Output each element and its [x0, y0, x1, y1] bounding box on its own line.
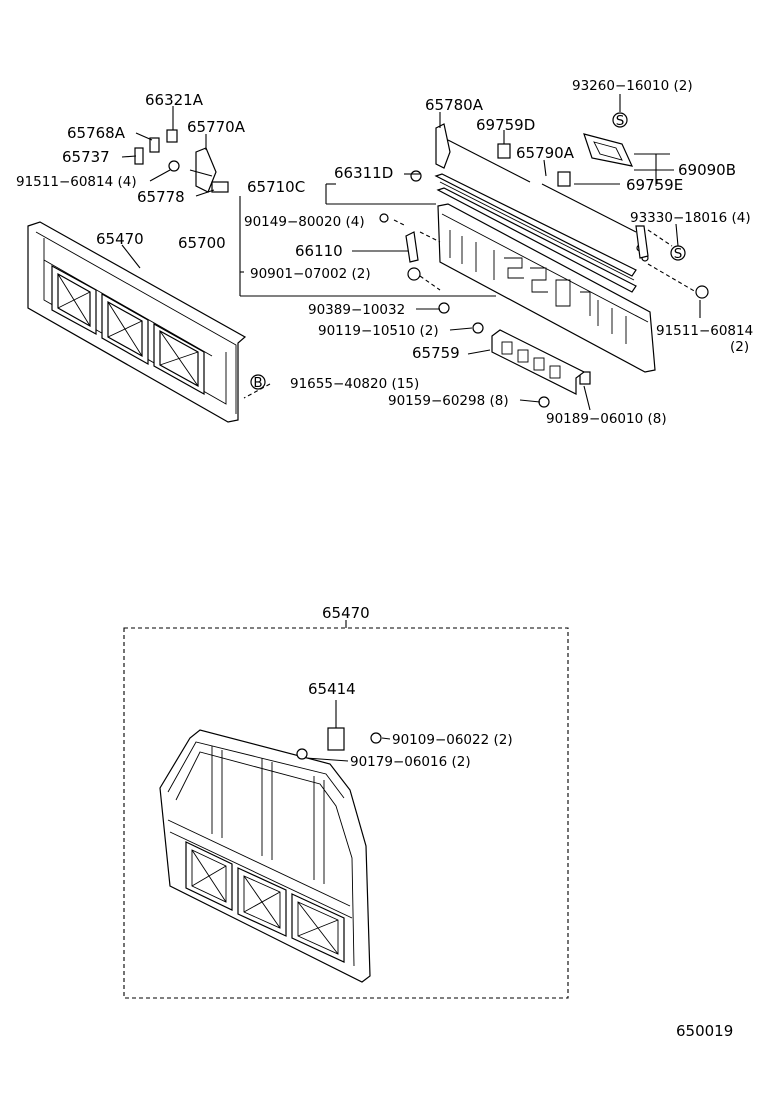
latch-parts-drawing [134, 129, 229, 193]
label-90149: 90149−80020 (4) [244, 214, 365, 230]
label-66311D: 66311D [334, 164, 393, 182]
s-symbol: S [616, 113, 625, 129]
label-65737: 65737 [62, 148, 110, 166]
detail-box: 65470 65414 90109−06022 (2) 90179−06016 … [123, 604, 569, 999]
label-65770A: 65770A [187, 118, 246, 136]
label-66321A: 66321A [145, 91, 204, 109]
label-93330: 93330−18016 (4) [630, 210, 751, 226]
label-90109: 90109−06022 (2) [392, 732, 513, 748]
label-91655: 91655−40820 (15) [290, 376, 419, 392]
part-labels-top: 66321A 65768A 65770A 65737 91511−60814 (… [16, 78, 753, 427]
b-symbol: B [253, 375, 262, 391]
label-90901: 90901−07002 (2) [250, 266, 371, 282]
label-65700: 65700 [178, 234, 226, 252]
cab-panel-drawing [159, 727, 382, 983]
label-65768A: 65768A [67, 124, 126, 142]
label-65780A: 65780A [425, 96, 484, 114]
label-90389: 90389−10032 [308, 302, 405, 318]
label-90189: 90189−06010 (8) [546, 411, 667, 427]
label-66110: 66110 [295, 242, 343, 260]
label-69759D: 69759D [476, 116, 535, 134]
s-symbol: S [674, 246, 683, 262]
leader-lines [121, 94, 701, 411]
label-65759: 65759 [412, 344, 460, 362]
tailgate-drawing [434, 173, 656, 373]
label-65414: 65414 [308, 680, 356, 698]
label-65470-detail: 65470 [322, 604, 370, 622]
label-91511-a: 91511−60814 (4) [16, 174, 137, 190]
label-65790A: 65790A [516, 144, 575, 162]
label-93260: 93260−16010 (2) [572, 78, 693, 94]
label-65470-top: 65470 [96, 230, 144, 248]
fasteners-drawing [379, 170, 709, 408]
plate-frame-drawing [491, 329, 586, 395]
diagram-id: 650019 [676, 1022, 733, 1040]
label-69090B: 69090B [678, 161, 736, 179]
symbol-markers: S S B [250, 112, 686, 391]
label-90179: 90179−06016 (2) [350, 754, 471, 770]
label-65778: 65778 [137, 188, 185, 206]
handle-rod-drawing [435, 123, 649, 259]
label-91511-b-qty: (2) [730, 339, 749, 355]
label-91511-b: 91511−60814 [656, 323, 753, 339]
rear-panel-drawing [27, 221, 247, 423]
label-69759E: 69759E [626, 176, 683, 194]
label-90159: 90159−60298 (8) [388, 393, 509, 409]
label-90119: 90119−10510 (2) [318, 323, 439, 339]
label-65710C: 65710C [247, 178, 305, 196]
